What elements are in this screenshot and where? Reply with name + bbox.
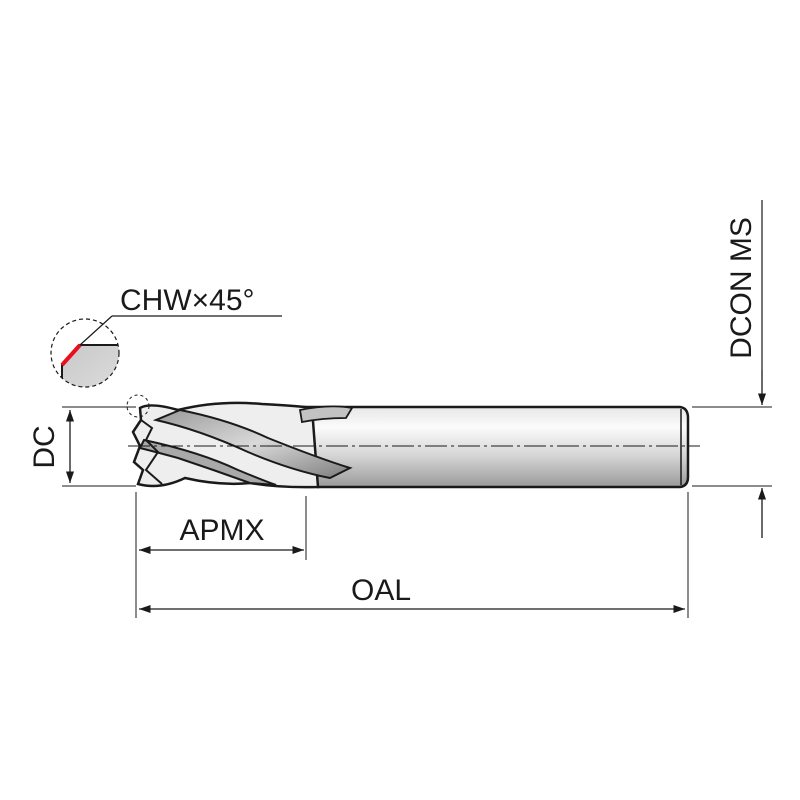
apmx-dimension: APMX (139, 496, 307, 560)
dc-label: DC (28, 425, 61, 468)
flute-groove-2 (138, 438, 277, 486)
oal-label: OAL (351, 574, 411, 607)
chamfer-reference-circle (126, 394, 150, 418)
flute-lip (298, 405, 354, 424)
end-mill-tool (128, 401, 700, 489)
dc-dimension: DC (28, 406, 136, 487)
flute-groove-1 (152, 408, 353, 480)
shank (298, 405, 690, 489)
dcon-dimension: DCON MS (692, 200, 772, 538)
oal-dimension: OAL (135, 492, 689, 618)
cutting-tip (140, 419, 163, 485)
chamfer-detail-circle (50, 318, 120, 388)
dcon-label: DCON MS (725, 217, 758, 359)
chamfer-detail: CHW×45° (50, 284, 282, 418)
chamfer-leader-line (79, 315, 113, 346)
chamfer-label: CHW×45° (120, 284, 255, 317)
apmx-label: APMX (179, 514, 264, 547)
chamfer-edge (60, 343, 82, 367)
